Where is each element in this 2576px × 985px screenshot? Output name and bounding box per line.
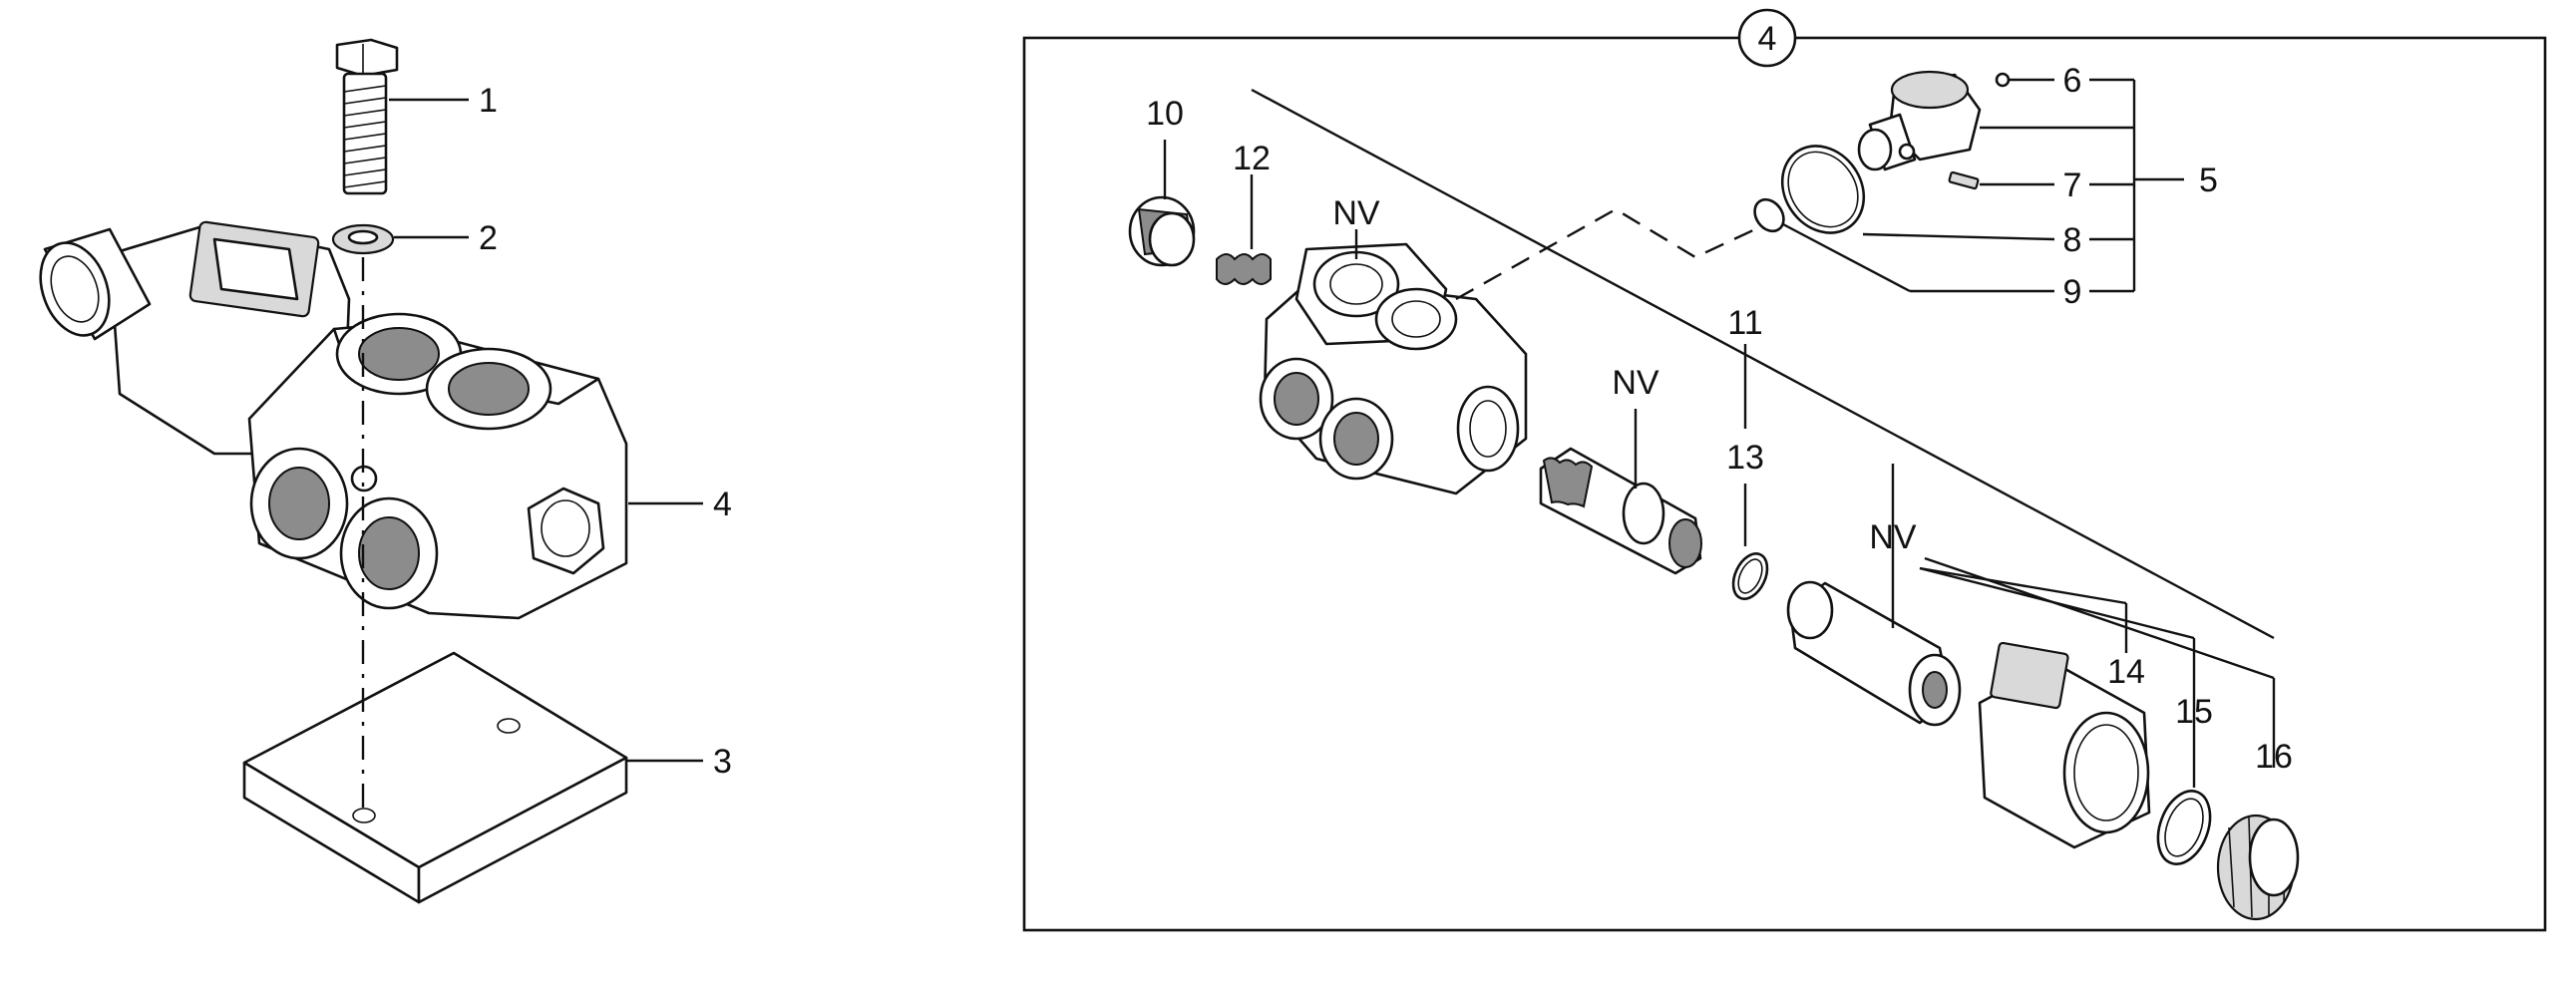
callout-1: 1	[479, 82, 498, 120]
callout-8: 8	[2063, 221, 2082, 259]
callout-16: 16	[2255, 738, 2293, 776]
valve-block-part	[1259, 242, 1528, 495]
callout-5: 5	[2199, 162, 2218, 199]
bolt-part	[335, 38, 399, 195]
spring-part-12	[1216, 253, 1272, 285]
group-callout-circle	[1737, 8, 1797, 68]
base-plate-part	[242, 651, 628, 904]
left-assembly: 1 2 3 4	[39, 38, 732, 904]
callout-14: 14	[2107, 653, 2145, 691]
ring-part-15	[2156, 790, 2212, 865]
coil-part-14	[1978, 641, 2151, 849]
callout-nv-3: NV	[1869, 518, 1917, 556]
callout-13: 13	[1726, 439, 1764, 477]
valve-spool-part	[1539, 447, 1702, 575]
callout-9: 9	[2063, 273, 2082, 311]
exploded-view-panel: 4	[1022, 8, 2547, 932]
ring-part-13	[1731, 552, 1769, 600]
bracket-lines-5-9	[1782, 78, 2184, 293]
exploded-axis-line	[1251, 88, 2275, 640]
plug-part-10	[1128, 195, 1196, 267]
group-callout-label: 4	[1758, 20, 1777, 58]
connection-dashed-line	[1455, 207, 1756, 301]
callout-11: 11	[1727, 304, 1762, 342]
o-ring-part-9	[1753, 197, 1785, 233]
callout-10: 10	[1146, 95, 1184, 133]
knob-assembly-part-5	[1857, 70, 1982, 171]
callout-nv-2: NV	[1612, 364, 1659, 402]
leader-lines-right	[1163, 140, 2276, 788]
callout-12: 12	[1233, 140, 1271, 177]
callout-nv-1: NV	[1332, 194, 1380, 232]
callout-4: 4	[713, 486, 732, 523]
callout-7: 7	[2063, 166, 2082, 204]
washer-part	[331, 223, 395, 255]
small-ball-part-6	[1995, 72, 2011, 88]
valve-body-part	[39, 220, 628, 620]
nut-part-16	[2216, 814, 2300, 921]
callout-6: 6	[2063, 62, 2082, 100]
solenoid-tube-part	[1786, 580, 1962, 727]
callout-15: 15	[2175, 693, 2213, 731]
pin-part-7	[1948, 170, 1980, 190]
callout-2: 2	[479, 219, 498, 257]
callout-3: 3	[713, 743, 732, 781]
o-ring-part-8	[1780, 145, 1866, 234]
